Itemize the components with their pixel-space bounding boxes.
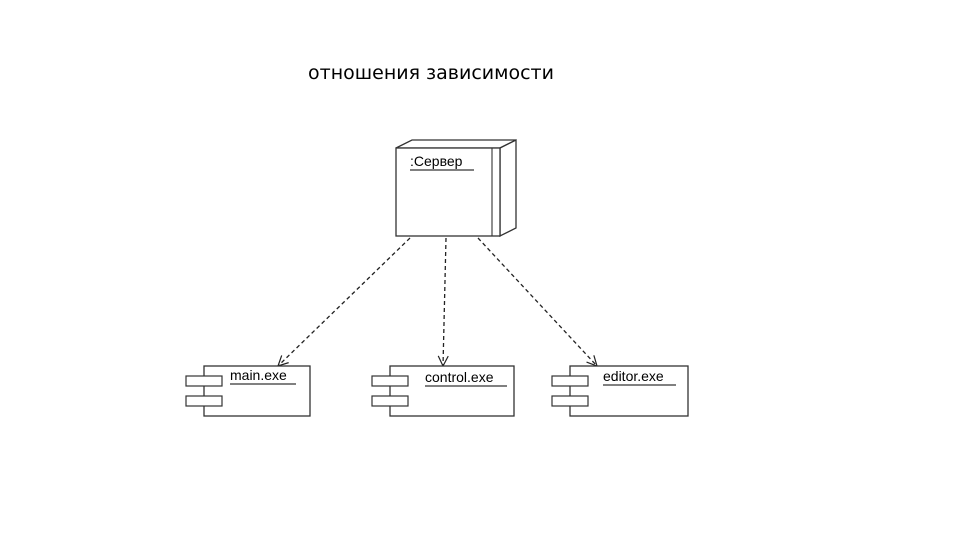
component-main-exe: main.exe	[185, 365, 311, 417]
dependency-arrow-control	[443, 237, 446, 366]
component-label: editor.exe	[603, 368, 664, 384]
component-label: main.exe	[230, 367, 287, 383]
dependency-arrow-editor	[477, 237, 597, 366]
server-node: :Сервер	[395, 138, 517, 238]
component-control-exe: control.exe	[371, 365, 515, 417]
component-label: control.exe	[425, 369, 494, 385]
dependency-arrow-main	[278, 237, 411, 366]
component-editor-exe: editor.exe	[551, 365, 689, 417]
server-node-label: :Сервер	[410, 153, 463, 169]
slide-title: отношения зависимости	[308, 62, 554, 84]
